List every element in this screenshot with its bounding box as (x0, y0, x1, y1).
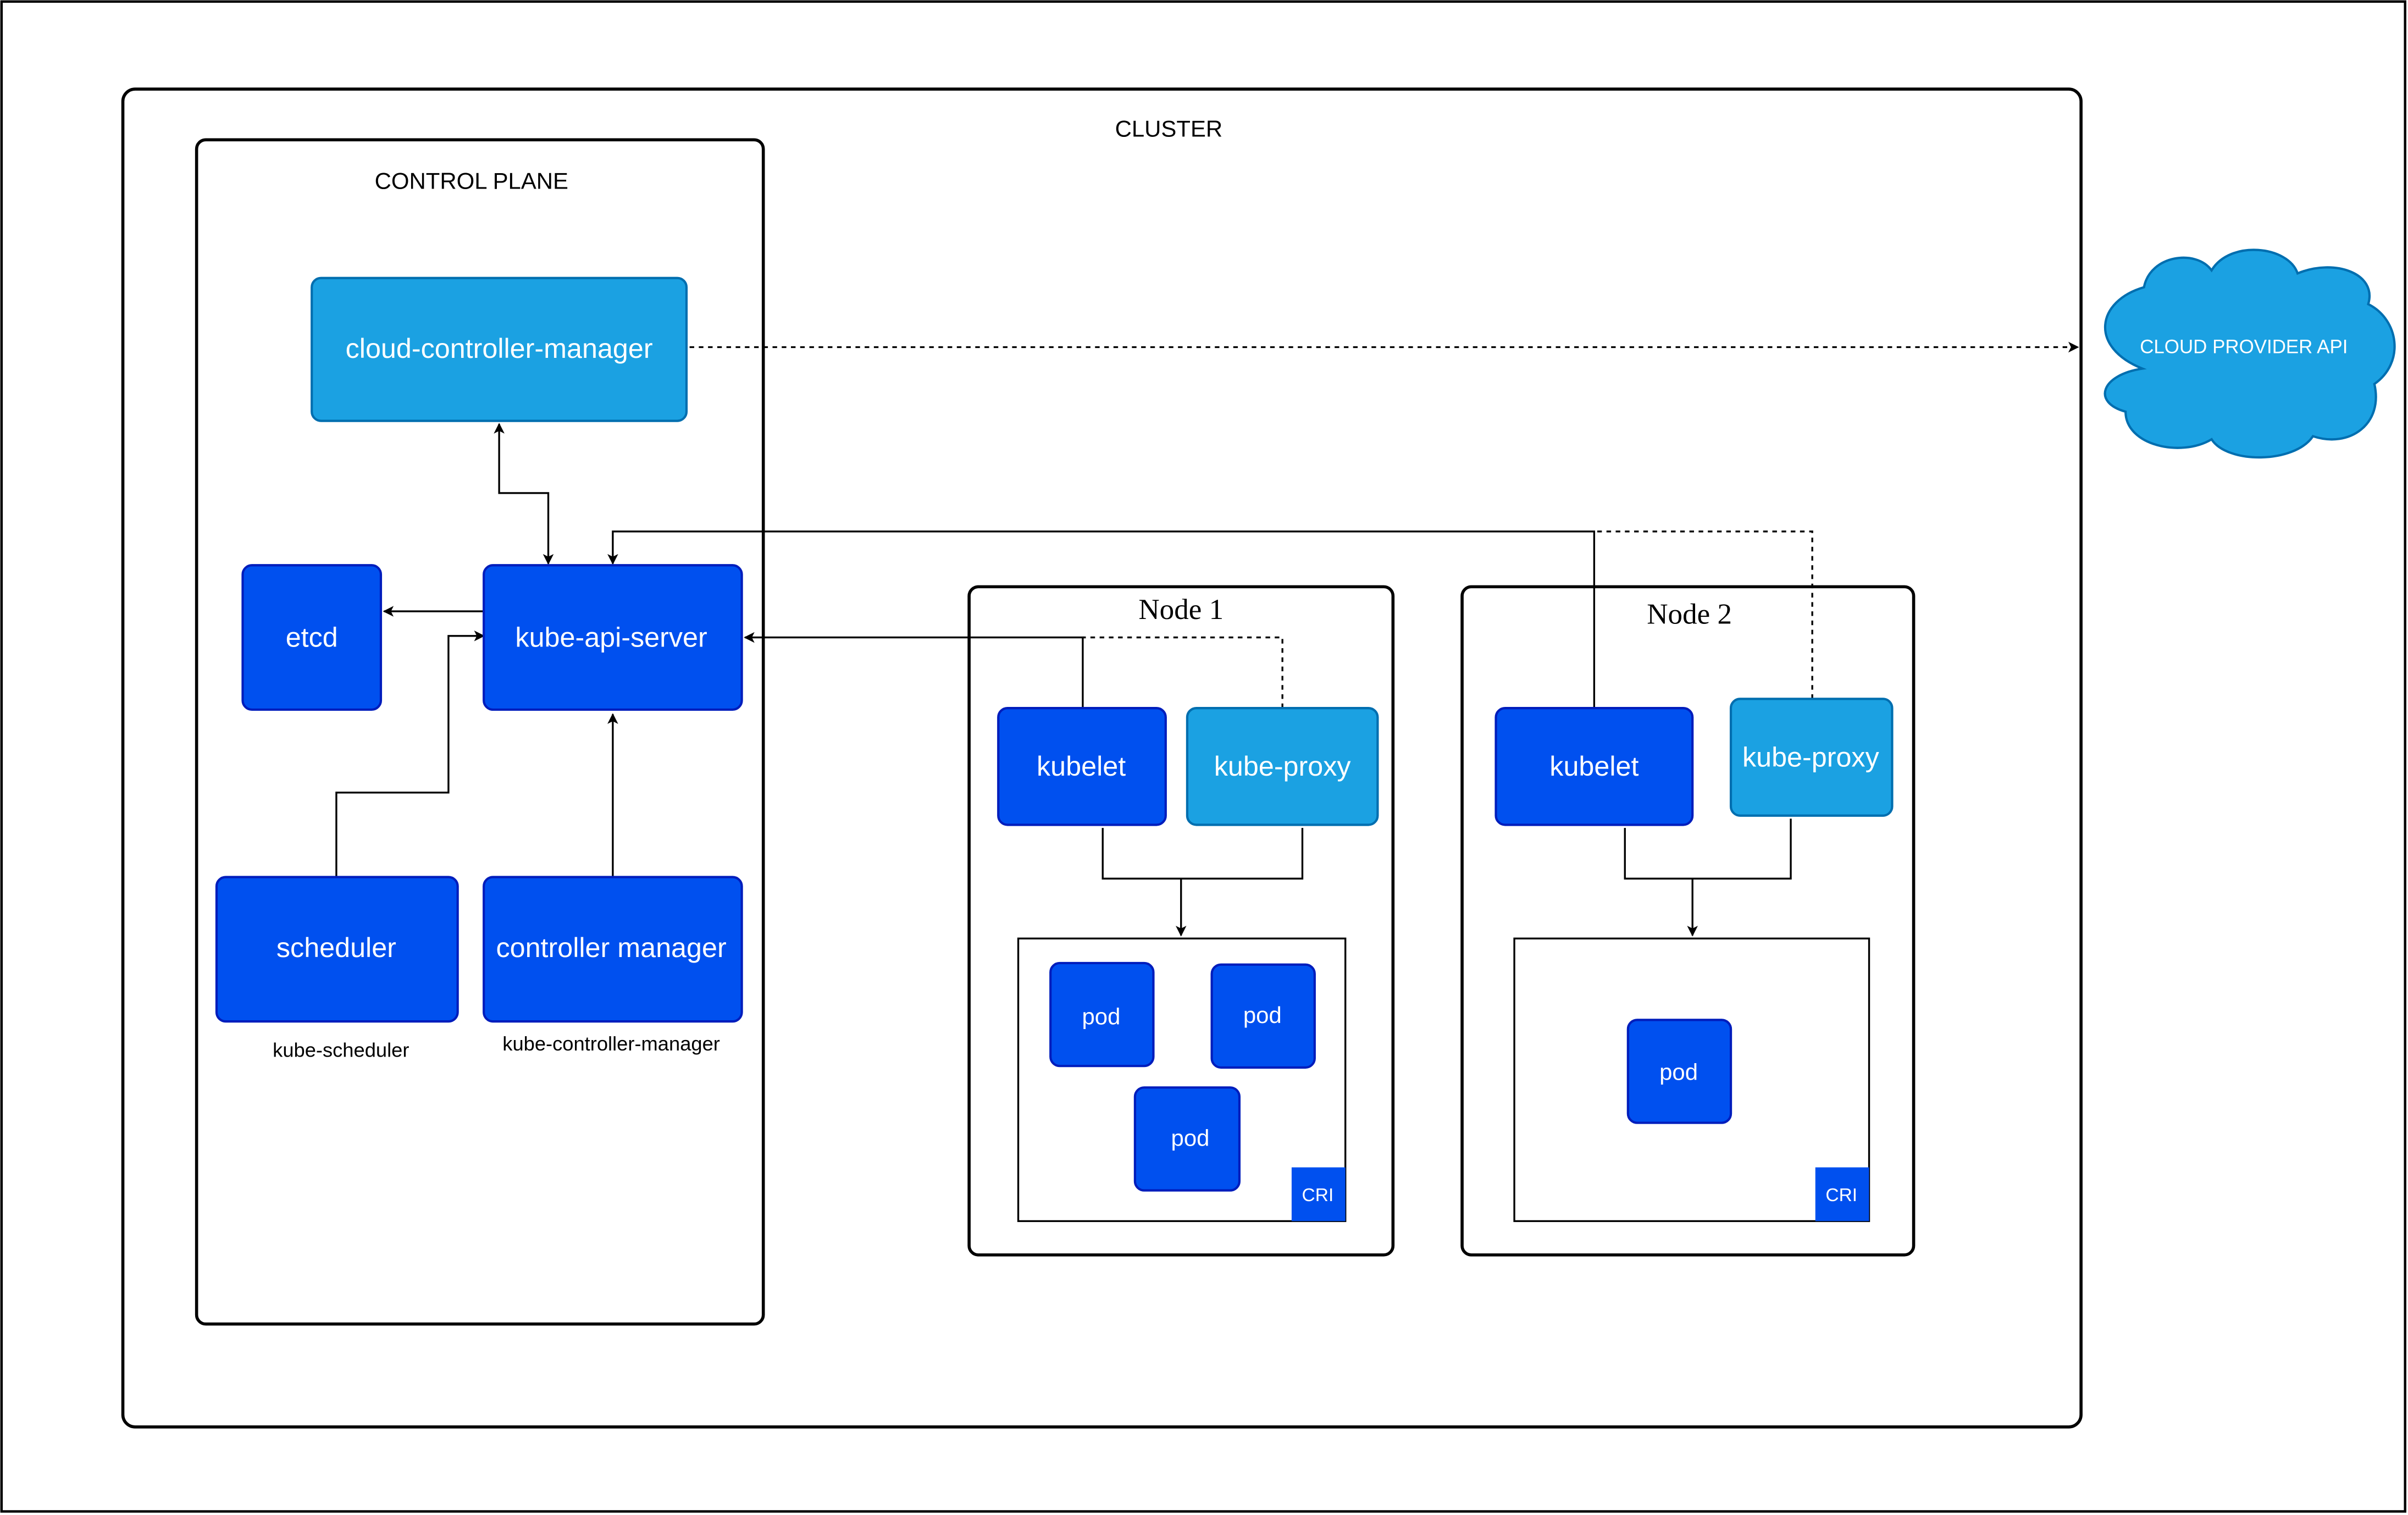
node2-pod-1-label: pod (1659, 1059, 1698, 1085)
node1-pod-2 (1210, 963, 1316, 1069)
kube-api-server-box (483, 564, 743, 711)
cloud-provider-api-label: CLOUD PROVIDER API (2140, 336, 2348, 358)
connectors (335, 341, 2079, 937)
node1-kube-proxy-box (1186, 707, 1379, 826)
node2-kube-proxy-label: kube-proxy (1742, 741, 1880, 772)
node1-proxy-link (1082, 636, 1283, 709)
node1-cri-label: CRI (1302, 1185, 1334, 1206)
node2-kubelet-to-api-arrow (607, 530, 1596, 709)
node1-pod-1 (1049, 961, 1155, 1068)
scheduler-caption: kube-scheduler (273, 1038, 409, 1061)
node2-merge-line (1624, 819, 1792, 880)
node1-kubelet-label: kubelet (1037, 750, 1126, 782)
controller-manager-caption: kube-controller-manager (502, 1032, 720, 1055)
control-plane-box (195, 138, 765, 1326)
node2-cri-label: CRI (1825, 1185, 1857, 1206)
cloud-shape (2103, 248, 2396, 459)
cloud-controller-manager-box (311, 277, 688, 422)
node2-pod-1 (1626, 1019, 1732, 1124)
node2-proxy-link (1594, 530, 1813, 699)
node2-title: Node 2 (1647, 598, 1732, 630)
node1-cri-badge (1291, 1167, 1346, 1221)
node2-kubelet-label: kubelet (1549, 750, 1638, 782)
node2-cri-badge (1815, 1167, 1869, 1221)
cloud-controller-manager-label: cloud-controller-manager (346, 333, 653, 364)
node1-kubelet-box (997, 707, 1167, 826)
node2-kube-proxy-box (1729, 698, 1894, 817)
controller-manager-label: controller manager (496, 932, 726, 963)
cluster-title: CLUSTER (1115, 116, 1223, 142)
kube-api-server-label: kube-api-server (515, 621, 707, 653)
node1-title: Node 1 (1138, 594, 1224, 626)
node1-merge-line (1101, 828, 1304, 880)
node1-pod-3 (1133, 1086, 1241, 1192)
etcd-label: etcd (286, 621, 338, 653)
control-plane-title: CONTROL PLANE (375, 168, 568, 194)
scheduler-label: scheduler (276, 932, 396, 963)
etcd-box (241, 564, 383, 711)
node1-pod-3-label: pod (1171, 1125, 1210, 1151)
ccm-api-arrow (494, 423, 554, 565)
node1-pod-2-label: pod (1243, 1002, 1282, 1028)
node1-kube-proxy-label: kube-proxy (1214, 750, 1352, 782)
node1-pod-1-label: pod (1082, 1004, 1120, 1030)
controller-manager-box (483, 876, 743, 1023)
scheduler-to-api-arrow (335, 631, 485, 877)
scheduler-box (215, 876, 459, 1023)
node2-kubelet-box (1494, 707, 1694, 826)
